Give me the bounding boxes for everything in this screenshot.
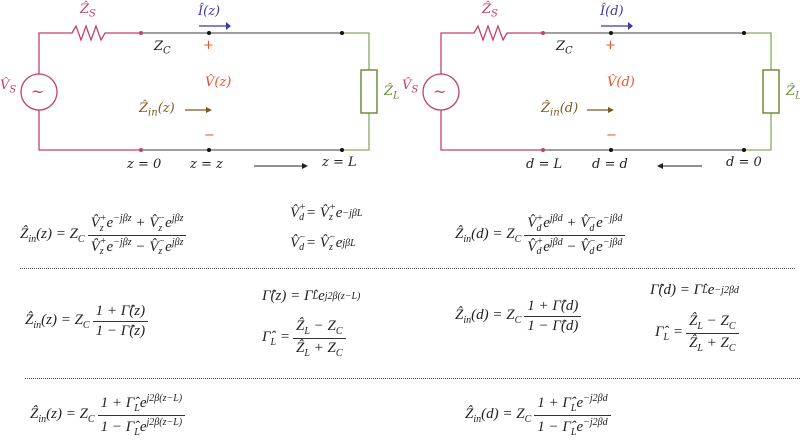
- eq-denominator: 1 − Γ̂Lej2β(z−L): [100, 417, 183, 438]
- load-impedance: [360, 69, 378, 114]
- eq-denominator: ẐL + ZC: [295, 340, 343, 359]
- eq-lhs: Ẑin(d) = ZC: [455, 225, 522, 245]
- zc-label: ZC: [556, 39, 573, 57]
- eq-numerator: 1 + Γ̂(d): [524, 298, 582, 317]
- plus-sign: +: [605, 38, 616, 53]
- current-arrow: [628, 22, 633, 30]
- zs-label: ẐS: [80, 2, 96, 20]
- current-label: Î(d): [600, 4, 624, 19]
- left-circuit: ~: [20, 22, 378, 169]
- vs-label: V̂S: [0, 78, 17, 96]
- ac-source-icon: [422, 73, 460, 111]
- voltage-label: V̂(z): [205, 75, 232, 90]
- position-dL: d = L: [526, 157, 563, 172]
- eq-lhs: Ẑin(z) = ZC: [20, 225, 85, 245]
- minus-sign: −: [204, 128, 215, 143]
- eq-numerator: 1 + Γ̂Le−j2βd: [534, 393, 611, 416]
- eq-numerator: ẐL − ZC: [292, 318, 346, 339]
- ac-source-icon: [20, 73, 58, 111]
- svg-text:~: ~: [31, 82, 44, 101]
- position-d0: d = 0: [726, 155, 762, 170]
- eq-denominator: 1 − Γ̂(z): [95, 323, 146, 339]
- zin-z-gamma-equation: Ẑin(z) = ZC 1 + Γ̂(z)1 − Γ̂(z): [25, 303, 149, 340]
- zin-arrow: [206, 107, 212, 113]
- direction-arrow: [657, 163, 663, 169]
- position-dd: d = d: [592, 157, 628, 172]
- load-impedance: [762, 69, 780, 114]
- svg-text:~: ~: [433, 82, 446, 101]
- zin-z-final-equation: Ẑin(z) = ZC 1 + Γ̂Lej2β(z−L)1 − Γ̂Lej2β(…: [30, 393, 186, 438]
- circuit-drawings: ~ ~: [20, 22, 780, 169]
- eq-lhs: Ẑin(z) = ZC: [30, 406, 95, 425]
- source-resistor-wire: [38, 24, 141, 74]
- eq-numerator: 1 + Γ̂Lej2β(z−L): [97, 393, 186, 416]
- divider: [20, 268, 795, 269]
- zc-label: ZC: [154, 39, 171, 57]
- eq-lhs: Ẑin(d) = ZC: [455, 307, 522, 326]
- position-zL: z = L: [322, 155, 357, 170]
- minus-sign: −: [606, 128, 617, 143]
- plus-sign: +: [203, 38, 214, 53]
- right-circuit: ~: [422, 22, 780, 169]
- eq-lhs: Ẑin(z) = ZC: [25, 312, 90, 331]
- zin-d-gamma-equation: Ẑin(d) = ZC 1 + Γ̂(d)1 − Γ̂(d): [455, 298, 582, 335]
- position-zz: z = z: [190, 157, 223, 172]
- direction-arrow: [302, 163, 308, 169]
- zs-label: ẐS: [482, 2, 498, 20]
- zin-label: Ẑin(d): [541, 101, 579, 119]
- transmission-line: [141, 32, 342, 151]
- eq-denominator: 1 − Γ̂(d): [527, 318, 579, 334]
- zl-label: ẐL: [384, 84, 400, 102]
- zl-label: ẐL: [786, 84, 800, 102]
- voltage-label: V̂(d): [607, 75, 635, 90]
- eq-numerator: 1 + Γ̂(z): [92, 303, 149, 322]
- vs-label: V̂S: [402, 78, 419, 96]
- eq-denominator: 1 − Γ̂Le−j2βd: [537, 417, 608, 438]
- position-z0: z = 0: [127, 157, 162, 172]
- zin-arrow: [608, 107, 614, 113]
- eq-numerator: ẐL − ZC: [685, 313, 739, 334]
- current-label: Î(z): [198, 4, 221, 19]
- divider: [25, 378, 800, 379]
- eq-lhs: Γ̂L =: [655, 324, 683, 343]
- zin-label: Ẑin(z): [139, 101, 175, 119]
- eq-lhs: Ẑin(d) = ZC: [465, 406, 532, 425]
- eq-denominator: ẐL + ZC: [688, 335, 736, 354]
- current-arrow: [226, 22, 231, 30]
- eq-lhs: Γ̂L =: [262, 329, 290, 348]
